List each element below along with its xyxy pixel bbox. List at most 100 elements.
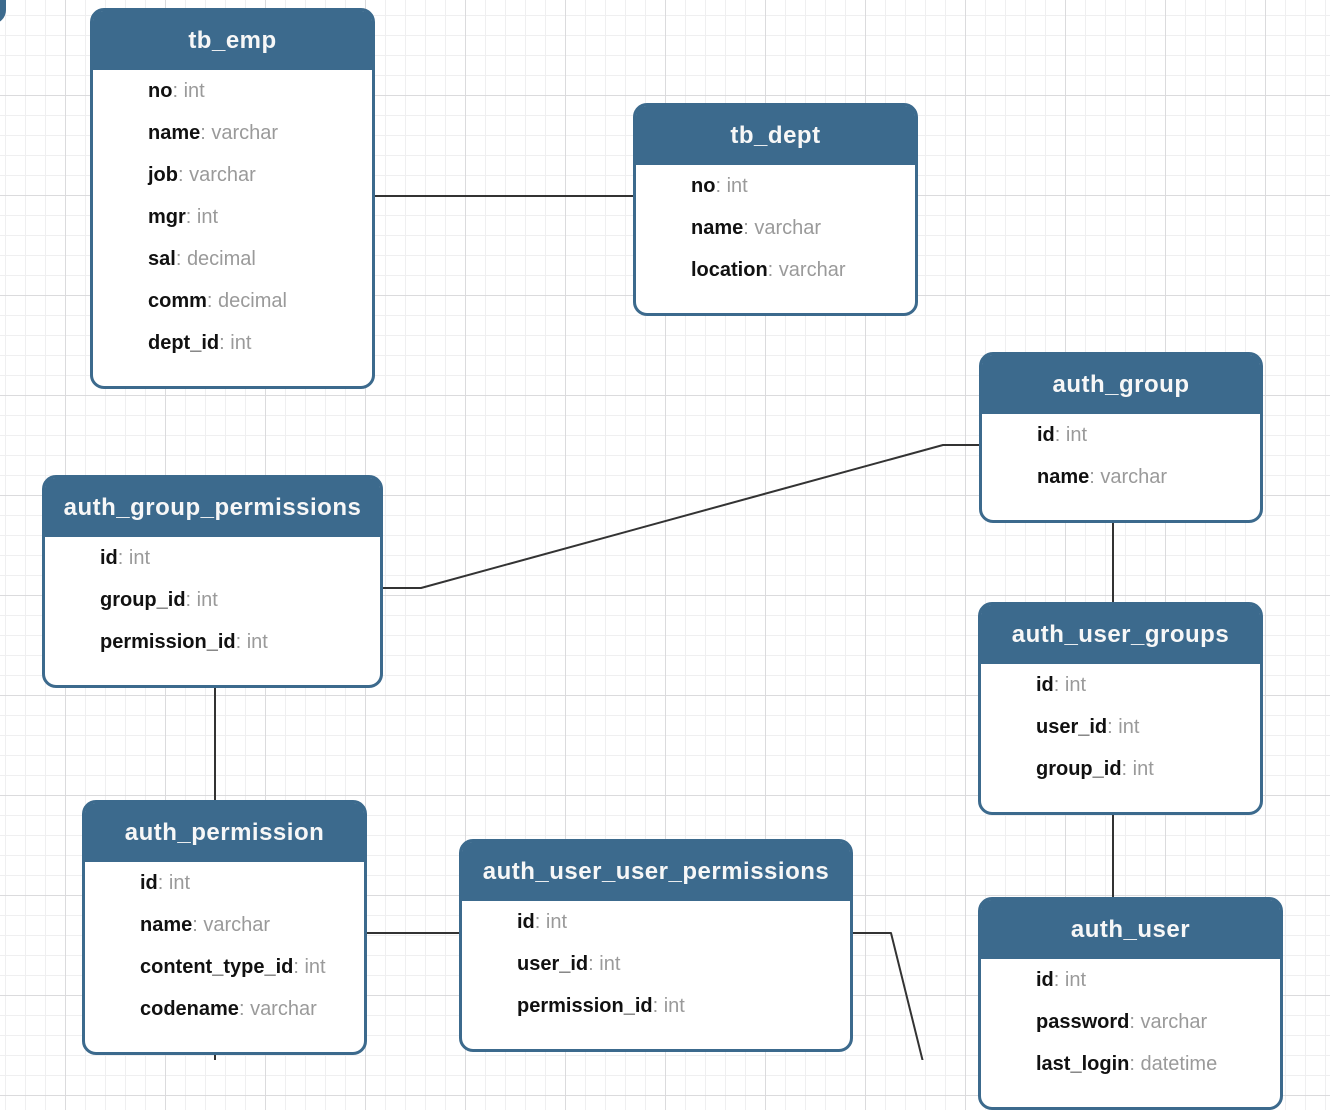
field-type: int: [545, 911, 568, 933]
field-name: codename: [140, 998, 239, 1020]
field-name: id: [1036, 674, 1054, 696]
field-separator: :: [178, 164, 190, 186]
table-body: no: int name: varchar job: varchar mgr: …: [93, 70, 372, 386]
field-name: id: [517, 911, 535, 933]
connection-auth_user_user_permissions-offscreen: [848, 932, 924, 1060]
field-type: decimal: [186, 248, 256, 270]
field-name: group_id: [1036, 758, 1122, 780]
field-name: name: [691, 217, 744, 239]
table-title[interactable]: auth_permission: [85, 803, 364, 862]
field-name: id: [140, 872, 158, 894]
field-separator: :: [715, 175, 727, 197]
table-body: id: int group_id: int permission_id: int: [45, 537, 380, 685]
field-row: permission_id: int: [100, 621, 370, 663]
table-body: id: int name: varchar: [982, 414, 1260, 520]
field-row: name: varchar: [1037, 456, 1250, 498]
field-type: int: [599, 953, 621, 975]
field-separator: :: [219, 332, 231, 354]
field-name: id: [1036, 969, 1054, 991]
field-row: location: varchar: [691, 249, 905, 291]
field-type: int: [726, 175, 748, 197]
table-title[interactable]: auth_user: [981, 900, 1280, 959]
field-type: varchar: [250, 998, 317, 1020]
table-title[interactable]: tb_emp: [93, 11, 372, 70]
field-row: name: varchar: [148, 112, 362, 154]
field-type: varchar: [1140, 1011, 1208, 1033]
field-name: name: [1037, 466, 1090, 488]
table-auth_permission[interactable]: auth_permission id: int name: varchar co…: [82, 800, 367, 1055]
field-type: decimal: [218, 290, 287, 312]
table-body: id: int password: varchar last_login: da…: [981, 959, 1280, 1107]
field-type: int: [230, 332, 252, 354]
field-name: group_id: [100, 589, 186, 611]
table-auth_user[interactable]: auth_user id: int password: varchar last…: [978, 897, 1283, 1110]
field-row: mgr: int: [148, 196, 362, 238]
field-type: varchar: [1100, 466, 1168, 488]
field-separator: :: [1054, 424, 1066, 446]
field-name: content_type_id: [140, 956, 294, 978]
field-name: no: [148, 80, 173, 102]
table-title[interactable]: auth_user_groups: [981, 605, 1260, 664]
field-row: id: int: [1036, 959, 1270, 1001]
field-row: group_id: int: [100, 579, 370, 621]
table-tb_emp[interactable]: tb_emp no: int name: varchar job: varcha…: [90, 8, 375, 389]
field-separator: :: [192, 914, 204, 936]
field-type: int: [1065, 424, 1088, 446]
field-name: no: [691, 175, 716, 197]
field-name: job: [148, 164, 178, 186]
field-row: group_id: int: [1036, 748, 1250, 790]
table-title[interactable]: auth_group: [982, 355, 1260, 414]
field-type: int: [196, 589, 218, 611]
field-row: user_id: int: [517, 943, 840, 985]
table-auth_user_user_permissions[interactable]: auth_user_user_permissions id: int user_…: [459, 839, 853, 1052]
field-separator: :: [185, 206, 197, 228]
table-body: id: int user_id: int permission_id: int: [462, 901, 850, 1049]
field-name: sal: [148, 248, 176, 270]
field-name: location: [691, 259, 768, 281]
field-separator: :: [1107, 716, 1119, 738]
field-name: user_id: [517, 953, 589, 975]
table-title[interactable]: auth_group_permissions: [45, 478, 380, 537]
field-name: dept_id: [148, 332, 220, 354]
field-separator: :: [175, 248, 187, 270]
field-name: password: [1036, 1011, 1130, 1033]
field-name: last_login: [1036, 1053, 1130, 1075]
field-separator: :: [117, 547, 129, 569]
field-separator: :: [588, 953, 600, 975]
table-title[interactable]: auth_user_user_permissions: [462, 842, 850, 901]
field-row: id: int: [1036, 664, 1250, 706]
field-separator: :: [1129, 1053, 1141, 1075]
field-type: varchar: [211, 122, 279, 144]
table-title[interactable]: tb_dept: [636, 106, 915, 165]
field-name: name: [148, 122, 201, 144]
field-row: name: varchar: [691, 207, 905, 249]
field-row: no: int: [148, 70, 362, 112]
field-type: int: [196, 206, 219, 228]
table-auth_group[interactable]: auth_group id: int name: varchar: [979, 352, 1263, 523]
table-tb_dept[interactable]: tb_dept no: int name: varchar location: …: [633, 103, 918, 316]
connection-auth_group_permissions-auth_group: [378, 444, 984, 589]
field-type: int: [663, 995, 685, 1017]
field-row: id: int: [140, 862, 354, 904]
field-separator: :: [1053, 969, 1065, 991]
table-auth_user_groups[interactable]: auth_user_groups id: int user_id: int gr…: [978, 602, 1263, 815]
field-name: permission_id: [517, 995, 653, 1017]
field-row: id: int: [1037, 414, 1250, 456]
field-row: name: varchar: [140, 904, 354, 946]
table-auth_group_permissions[interactable]: auth_group_permissions id: int group_id:…: [42, 475, 383, 688]
field-type: varchar: [778, 259, 846, 281]
field-type: varchar: [754, 217, 822, 239]
field-separator: :: [534, 911, 546, 933]
field-separator: :: [1089, 466, 1101, 488]
field-row: permission_id: int: [517, 985, 840, 1027]
field-row: id: int: [517, 901, 840, 943]
field-row: no: int: [691, 165, 905, 207]
field-separator: :: [206, 290, 219, 312]
field-separator: :: [767, 259, 779, 281]
field-row: sal: decimal: [148, 238, 362, 280]
field-type: int: [1064, 674, 1087, 696]
field-row: id: int: [100, 537, 370, 579]
field-separator: :: [1121, 758, 1133, 780]
field-name: id: [1037, 424, 1055, 446]
field-type: int: [128, 547, 151, 569]
